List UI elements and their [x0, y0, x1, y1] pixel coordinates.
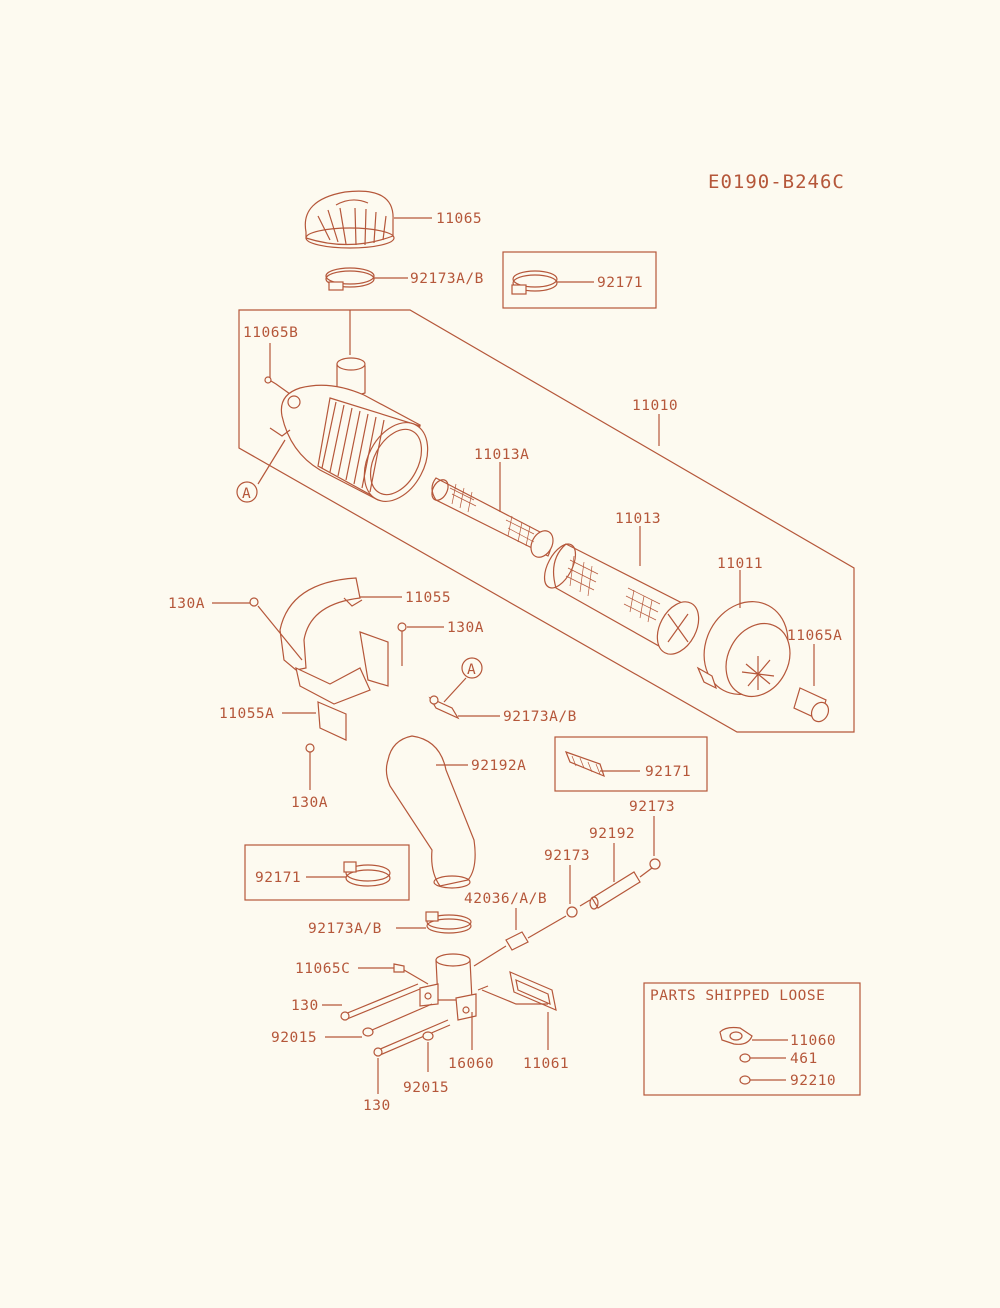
hose-clamp-top: [325, 267, 375, 291]
option-box-92171-low: [244, 844, 410, 901]
drain-valve: [264, 376, 291, 395]
air-cleaner-housing: [269, 357, 429, 502]
hose-clamp-alt-low: [343, 861, 391, 887]
nut-92210: [739, 1075, 751, 1085]
small-clamp-b: [566, 906, 578, 918]
hose-clamp-low: [425, 911, 472, 934]
option-box-92171-mid: [554, 736, 708, 792]
sub-bracket: [317, 631, 389, 741]
callout-11065c: 11065C: [295, 961, 350, 977]
callout-11055a: 11055A: [219, 706, 274, 722]
gasket-11060: [719, 1026, 753, 1045]
callout-92173ab-mid: 92173A/B: [503, 709, 577, 725]
callout-130-1: 130: [291, 998, 319, 1014]
callout-11055: 11055: [405, 590, 451, 606]
callout-130a-3: 130A: [291, 795, 328, 811]
callout-92210: 92210: [790, 1073, 836, 1089]
callout-461: 461: [790, 1051, 818, 1067]
callout-11010: 11010: [632, 398, 678, 414]
callout-92173-b: 92173: [544, 848, 590, 864]
callout-92171-low: 92171: [255, 870, 301, 886]
air-cleaner-cap: [304, 190, 395, 249]
bolt-130a-1: [249, 597, 259, 607]
diagram-code: E0190-B246C: [708, 171, 845, 193]
callout-11013: 11013: [615, 511, 661, 527]
parts-loose-box: [643, 982, 861, 1096]
option-box-92171-top: [502, 251, 657, 309]
callout-11065b: 11065B: [243, 325, 298, 341]
mounting-band: [279, 577, 371, 705]
parts-loose-title: PARTS SHIPPED LOOSE: [650, 988, 825, 1004]
callout-92173ab-top: 92173A/B: [410, 271, 484, 287]
bolt-130a-2: [397, 622, 407, 632]
hose-clamp-alt-top: [511, 270, 558, 295]
outer-filter-element: [543, 543, 700, 655]
callout-92171-mid: 92171: [645, 764, 691, 780]
callout-130a-1: 130A: [168, 596, 205, 612]
small-clamp-a: [649, 858, 661, 870]
intake-manifold: [419, 953, 477, 1021]
callout-11013a: 11013A: [474, 447, 529, 463]
breather-hose: [589, 871, 641, 910]
callout-130-2: 130: [363, 1098, 391, 1114]
callout-92171-top: 92171: [597, 275, 643, 291]
gasket-plate: [509, 970, 557, 1012]
callout-92192a: 92192A: [471, 758, 526, 774]
callout-92173-a: 92173: [629, 799, 675, 815]
washer-92015-2: [422, 1031, 434, 1041]
callout-11065: 11065: [436, 211, 482, 227]
callout-11065a: 11065A: [787, 628, 842, 644]
bolt-130a-3: [305, 743, 315, 753]
callout-11011: 11011: [717, 556, 763, 572]
bolt-130-2: [373, 1019, 451, 1057]
callout-92173ab-low: 92173A/B: [308, 921, 382, 937]
callout-11061: 11061: [523, 1056, 569, 1072]
callout-130a-2: 130A: [447, 620, 484, 636]
intake-hose: [385, 735, 476, 889]
hose-clamp-alt-mid: [564, 750, 605, 778]
washer-461: [739, 1053, 751, 1063]
ref-a-top: A: [242, 486, 251, 502]
callout-16060: 16060: [448, 1056, 494, 1072]
ref-a-hose: A: [467, 662, 476, 678]
bolt-130-1: [340, 983, 421, 1021]
air-cleaner-cover: [696, 601, 791, 697]
callout-42036: 42036/A/B: [464, 891, 547, 907]
hose-fitting: [505, 931, 529, 951]
inner-filter-element: [431, 477, 554, 558]
callout-92015-2: 92015: [403, 1080, 449, 1096]
evacuator-valve: [793, 687, 830, 723]
washer-92015-1: [362, 1027, 374, 1037]
callout-11060: 11060: [790, 1033, 836, 1049]
hose-clamp-mid: [428, 695, 460, 720]
callout-92015-1: 92015: [271, 1030, 317, 1046]
sensor-plug: [393, 963, 405, 973]
callout-92192: 92192: [589, 826, 635, 842]
